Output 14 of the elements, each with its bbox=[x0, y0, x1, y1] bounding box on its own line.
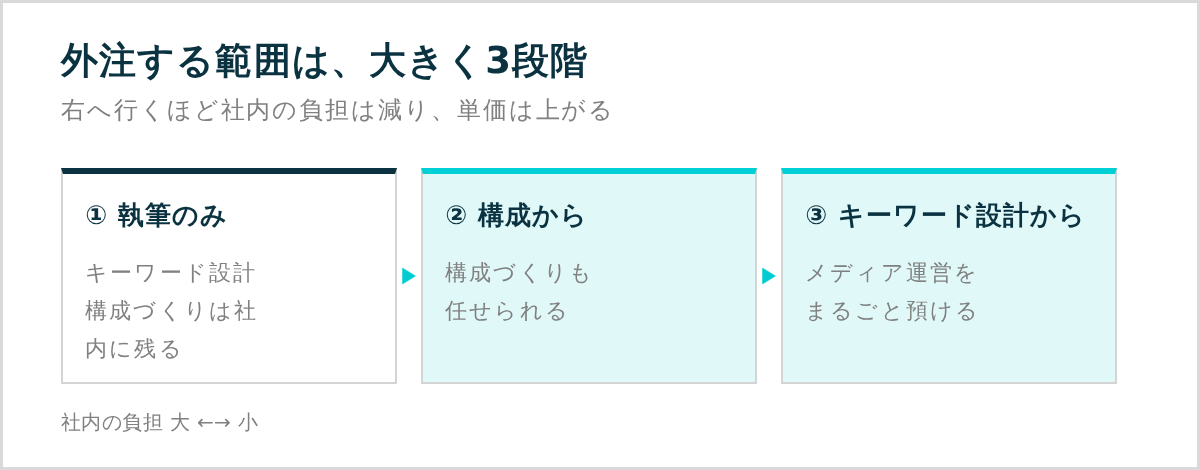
card-heading: ① 執筆のみ bbox=[85, 199, 230, 231]
stage-card bbox=[781, 168, 1117, 384]
card-description: キーワード設計構成づくりは社内に残る bbox=[85, 259, 260, 363]
card-heading: ③ キーワード設計から bbox=[805, 199, 1088, 231]
card-description: メディア運営をまるごと預ける bbox=[805, 259, 981, 325]
stage-card bbox=[421, 168, 757, 384]
scale-note: 社内の負担 大 ←→ 小 bbox=[61, 409, 259, 436]
diagram-title: 外注する範囲は、大きく3段階 bbox=[61, 38, 589, 84]
arrow bbox=[762, 267, 776, 285]
card-description: 構成づくりも任せられる bbox=[445, 259, 595, 325]
stage-card bbox=[61, 168, 397, 384]
arrow bbox=[402, 267, 416, 285]
card-heading: ② 構成から bbox=[445, 199, 590, 231]
subtitle-text: 右へ行くほど社内の負担は減り、単価は上がる bbox=[61, 95, 616, 125]
